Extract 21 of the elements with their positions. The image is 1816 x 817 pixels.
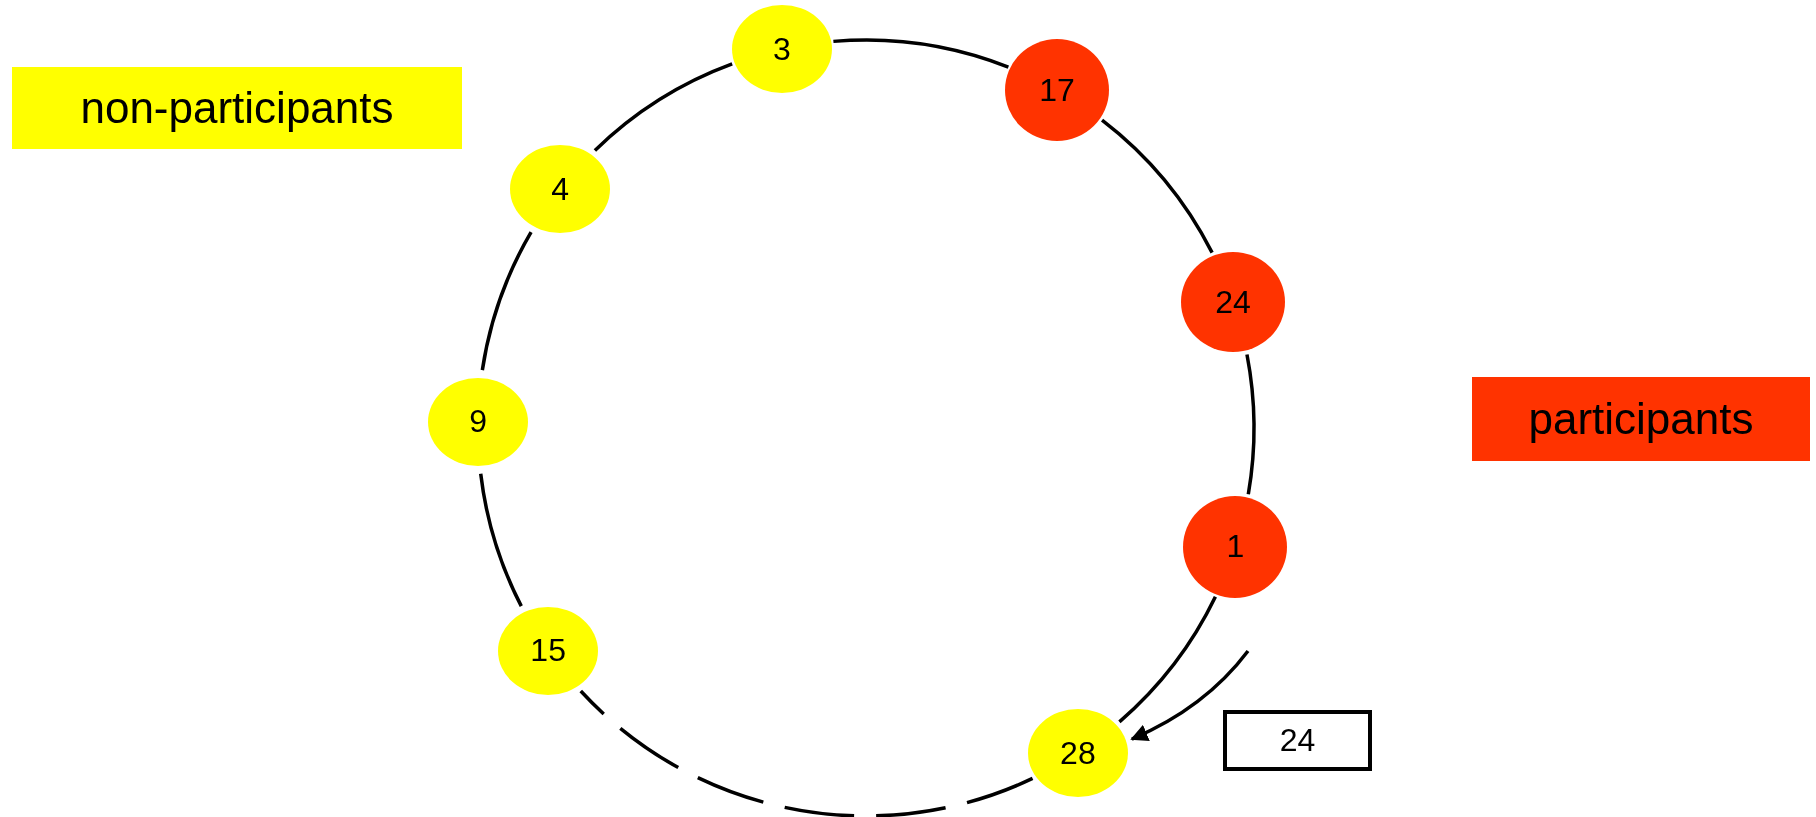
message-box — [1223, 710, 1372, 771]
ring-connector — [833, 38, 1009, 69]
node-number: 24 — [1279, 722, 1316, 759]
ring-connector — [480, 231, 533, 371]
node-number: 17 — [1039, 71, 1075, 109]
node-number: 4 — [551, 170, 570, 208]
node-number: 15 — [530, 632, 566, 670]
node-number: 3 — [773, 30, 791, 68]
node-number: 24 — [1215, 283, 1251, 321]
ring-connector — [1245, 354, 1256, 495]
ring-connector — [479, 473, 523, 607]
ring-connector — [593, 62, 733, 152]
legend-label: participants — [1528, 394, 1754, 444]
legend-label: non-participants — [80, 83, 394, 133]
ring-connector — [1100, 118, 1214, 254]
arrow — [1130, 649, 1250, 741]
node-number: 1 — [1226, 528, 1245, 566]
node-number: 9 — [469, 403, 487, 441]
ring-connector — [579, 689, 1034, 817]
node-number: 28 — [1060, 734, 1096, 772]
ring-connector — [1118, 595, 1217, 724]
